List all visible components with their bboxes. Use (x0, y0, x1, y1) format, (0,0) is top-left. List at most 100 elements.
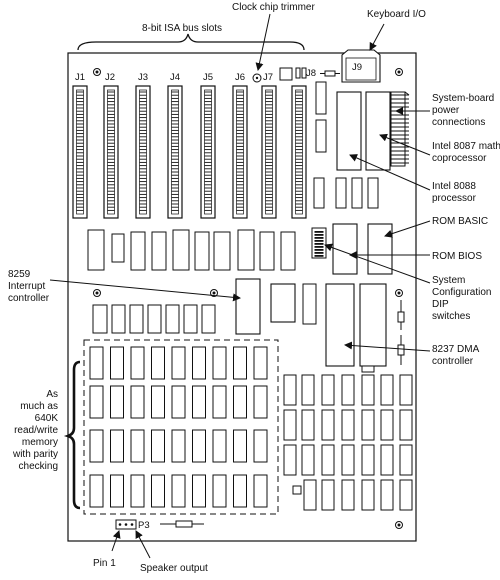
memory-chip (89, 385, 104, 419)
slot-label: J5 (203, 72, 213, 83)
isa-slot (200, 85, 216, 219)
memory-chip (110, 429, 124, 463)
chip (283, 409, 297, 441)
memory-chip (151, 429, 165, 463)
chip (301, 409, 315, 441)
chip (399, 409, 413, 441)
chip (335, 177, 347, 209)
chip (380, 479, 394, 511)
slot-label: J4 (170, 72, 180, 83)
slot-label: J3 (138, 72, 148, 83)
label-math-1: Intel 8087 math (432, 141, 500, 152)
chip (237, 229, 255, 271)
memory-bracket (63, 360, 81, 510)
chip (321, 409, 335, 441)
chip (321, 374, 335, 406)
label-cpu-1: Intel 8088 (432, 181, 476, 192)
chip-row (87, 229, 296, 271)
memory-chip (233, 429, 247, 463)
chip (283, 374, 297, 406)
chip (259, 231, 275, 271)
chip (315, 119, 327, 153)
memory-chip (253, 429, 268, 463)
chip-grid (283, 365, 413, 511)
label-dip-1: System (432, 275, 465, 286)
memory-chip (233, 385, 247, 419)
chip (341, 479, 355, 511)
small-component (301, 67, 307, 79)
chip (341, 374, 355, 406)
isa-slot (167, 85, 183, 219)
mounting-holes (93, 68, 403, 529)
chip (367, 177, 379, 209)
memory-chip (171, 346, 186, 380)
j9-label: J9 (352, 62, 362, 73)
label-mem-6: with parity (12, 449, 58, 460)
chip-row (111, 304, 216, 334)
memory-chips (89, 346, 268, 508)
keyboard-connector (341, 49, 381, 83)
label-mem-2: much as (20, 401, 58, 412)
chip (303, 479, 317, 511)
chip (151, 231, 167, 271)
memory-chip (192, 385, 206, 419)
chip (399, 479, 413, 511)
isa-slot (261, 85, 277, 219)
intel-8259-interrupt-controller (235, 278, 261, 335)
chip (361, 374, 375, 406)
isa-slot (103, 85, 119, 219)
chip (301, 374, 315, 406)
label-mem-4: read/write (14, 425, 58, 436)
memory-chip (171, 474, 186, 508)
chip (315, 81, 327, 115)
memory-chip (130, 474, 145, 508)
chip-row (313, 177, 379, 209)
callout-lines (49, 13, 431, 559)
chip (147, 304, 162, 334)
label-math-2: coprocessor (432, 153, 487, 164)
memory-chip (233, 346, 247, 380)
j8-label: J8 (306, 68, 316, 79)
slot-label: J1 (75, 72, 85, 83)
isa-slot-group (72, 85, 307, 219)
chip (201, 304, 216, 334)
memory-chip (130, 385, 145, 419)
label-clock-trimmer: Clock chip trimmer (232, 2, 315, 13)
memory-chip (192, 474, 206, 508)
label-dma-2: controller (432, 356, 474, 367)
memory-chip (233, 474, 247, 508)
label-intr-3: controller (8, 293, 50, 304)
chip (111, 304, 126, 334)
isa-slot (291, 85, 307, 219)
chip (321, 479, 335, 511)
memory-chip (212, 429, 227, 463)
chip (172, 229, 190, 271)
dip-switch-block (311, 227, 327, 259)
chip (270, 283, 296, 323)
chip (302, 283, 317, 325)
chip (399, 444, 413, 476)
chip (351, 177, 363, 209)
speaker-connector (115, 485, 302, 530)
memory-chip (253, 346, 268, 380)
isa-slot (232, 85, 248, 219)
memory-chip (89, 429, 104, 463)
chip (165, 304, 180, 334)
label-power-3: connections (432, 117, 485, 128)
slot-label: J6 (235, 72, 245, 83)
memory-area (83, 339, 279, 515)
oscillator (279, 67, 293, 81)
memory-chip (151, 474, 165, 508)
label-keyboard-io: Keyboard I/O (367, 9, 426, 20)
small-component (295, 67, 301, 79)
label-rom-basic: ROM BASIC (432, 216, 488, 227)
memory-chip (171, 385, 186, 419)
rom-basic (367, 223, 393, 275)
memory-chip (151, 346, 165, 380)
chip (111, 233, 125, 263)
clock-trimmer (252, 73, 262, 83)
memory-chip (130, 429, 145, 463)
intel-8087-coprocessor (365, 91, 391, 171)
memory-chip (192, 346, 206, 380)
